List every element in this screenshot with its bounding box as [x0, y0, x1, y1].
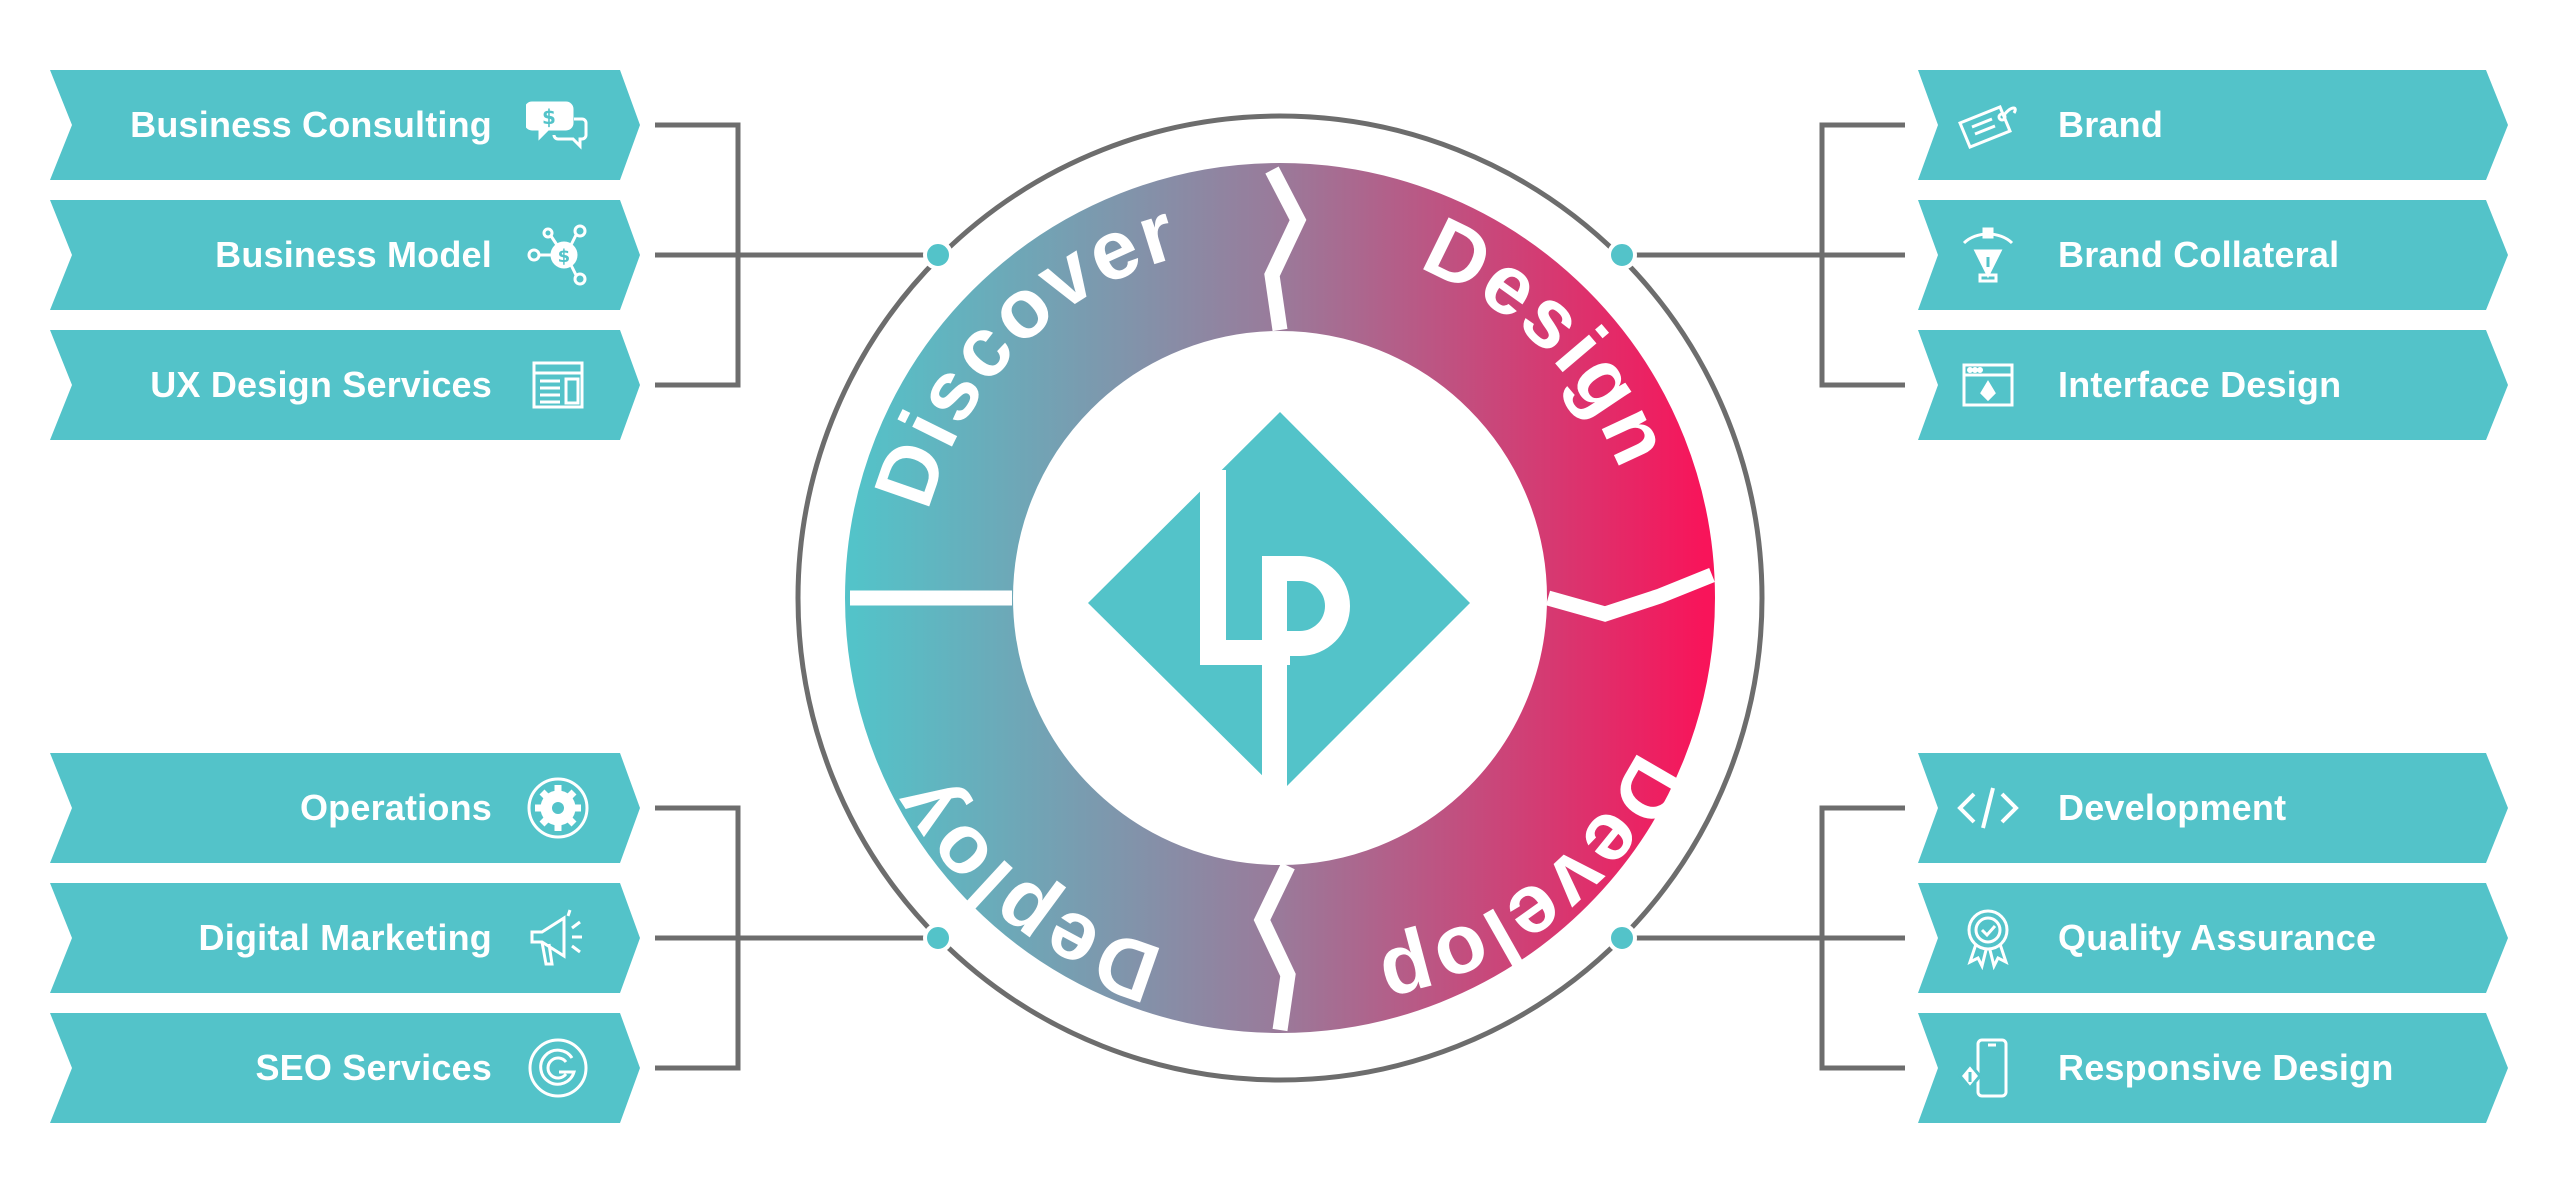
ribbon-business-consulting[interactable]: Business Consulting $ — [50, 70, 640, 180]
browser-window-icon — [1956, 353, 2020, 417]
ribbon-seo-services[interactable]: SEO Services — [50, 1013, 640, 1123]
ribbon-brand[interactable]: Brand — [1918, 70, 2508, 180]
dollar-network-icon: $ — [526, 223, 590, 287]
layout-wireframe-icon — [526, 353, 590, 417]
money-chat-icon: $ — [526, 93, 590, 157]
center-logo: LP — [1088, 412, 1470, 796]
ribbon-label: Brand Collateral — [2058, 234, 2340, 275]
ribbon-label: Business Model — [215, 234, 492, 275]
ribbon-label: Development — [2058, 787, 2287, 828]
outer-ring — [795, 113, 1765, 1083]
connector-dots — [923, 240, 1637, 953]
ribbon-label: Operations — [299, 787, 492, 828]
google-icon — [526, 1036, 590, 1100]
ribbon-label: Brand — [2058, 104, 2164, 145]
ribbon-business-model[interactable]: Business Model $ — [50, 200, 640, 310]
ribbon-label: SEO Services — [255, 1047, 492, 1088]
ribbon-quality-assurance[interactable]: Quality Assurance — [1918, 883, 2508, 993]
pen-tool-icon — [1956, 223, 2020, 287]
svg-text:$: $ — [558, 246, 571, 267]
ribbon-label: UX Design Services — [150, 364, 492, 405]
ribbon-interface-design[interactable]: Interface Design — [1918, 330, 2508, 440]
ribbon-digital-marketing[interactable]: Digital Marketing — [50, 883, 640, 993]
price-tag-icon — [1956, 93, 2020, 157]
ribbon-label: Responsive Design — [2058, 1047, 2394, 1088]
ribbon-responsive-design[interactable]: Responsive Design — [1918, 1013, 2508, 1123]
ribbon-label: Digital Marketing — [198, 917, 492, 958]
ribbon-brand-collateral[interactable]: Brand Collateral — [1918, 200, 2508, 310]
ring-separators — [850, 166, 1715, 1032]
gear-icon — [526, 776, 590, 840]
ribbon-operations[interactable]: Operations — [50, 753, 640, 863]
ribbon-label: Quality Assurance — [2058, 917, 2377, 958]
ribbon-ux-design-services[interactable]: UX Design Services — [50, 330, 640, 440]
connector-lines — [655, 122, 1905, 1071]
ribbon-development[interactable]: Development — [1918, 753, 2508, 863]
code-icon — [1956, 776, 2020, 840]
award-badge-icon — [1956, 906, 2020, 970]
ribbon-label: Interface Design — [2058, 364, 2342, 405]
svg-text:$: $ — [542, 105, 556, 129]
mobile-phone-icon — [1956, 1036, 2020, 1100]
ribbon-label: Business Consulting — [130, 104, 492, 145]
megaphone-icon — [526, 906, 590, 970]
